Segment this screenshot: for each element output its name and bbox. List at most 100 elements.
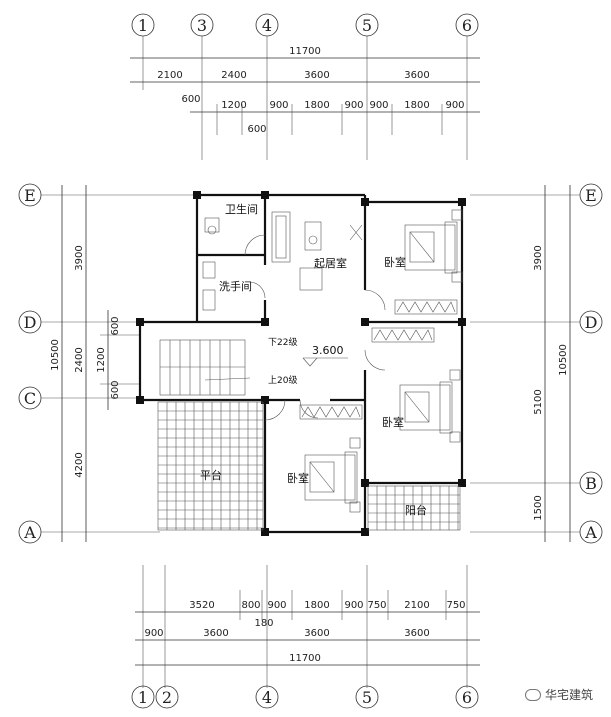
axis-marker-top-1: 1 (131, 13, 155, 37)
door-swings (244, 234, 386, 421)
bottom-row1-dim: 800 (241, 600, 260, 611)
bottom-row1-dim: 750 (446, 600, 465, 611)
svg-text:3: 3 (197, 16, 207, 35)
axis-marker-top-4: 4 (255, 13, 279, 37)
top-row1-dim: 3600 (404, 70, 429, 81)
top-row1-dim: 3600 (304, 70, 329, 81)
right-outer-dim: 1500 (533, 495, 544, 520)
axis-marker-left-A: A (18, 520, 42, 544)
bottom-row1-dim: 2100 (404, 600, 429, 611)
right-outer-dim: 10500 (558, 344, 569, 376)
room-label-toilet: 卫生间 (225, 202, 258, 216)
axis-marker-right-E: E (579, 183, 603, 207)
balcony-hatch (368, 486, 460, 530)
svg-text:6: 6 (462, 16, 472, 35)
stair-up-label: 上20级 (268, 374, 297, 386)
bottom-extra-dim: 180 (254, 618, 273, 629)
axis-marker-right-A: A (579, 520, 603, 544)
axis-marker-left-E: E (18, 183, 42, 207)
top-row2-dim: 1800 (304, 100, 329, 111)
toilet-fixture (204, 217, 220, 235)
room-label-living: 起居室 (314, 256, 347, 270)
stair-down-label: 下22级 (268, 336, 297, 348)
terrace-outline (157, 401, 264, 531)
right-outer-dim: 5100 (533, 389, 544, 414)
top-row2-dim: 900 (344, 100, 363, 111)
axis-marker-bottom-5: 5 (355, 685, 379, 709)
left-outer-dim: 10500 (50, 339, 61, 371)
svg-text:D: D (24, 313, 37, 332)
staircase (159, 339, 251, 396)
left-stair-dim: 600 (110, 316, 121, 335)
coffee-table (304, 221, 322, 251)
right-dimension-lines: E D B A 3900 5100 1500 10500 (470, 183, 603, 544)
room-label-bedroom-1: 卧室 (384, 255, 406, 269)
room-label-washroom: 洗手间 (219, 279, 252, 293)
bottom-row1-dim: 750 (367, 600, 386, 611)
top-row1-dim: 2400 (221, 70, 246, 81)
top-row2-dim: 600 (181, 94, 200, 105)
top-total-dim: 11700 (289, 46, 321, 57)
bottom-row1-dim: 900 (344, 600, 363, 611)
wardrobe (299, 404, 363, 420)
bed (399, 369, 461, 443)
bottom-dimension-lines: 3520 800 900 1800 900 750 2100 750 180 9… (131, 565, 480, 709)
top-row1-dim: 2100 (157, 70, 182, 81)
watermark-text: 华宅建筑 (544, 688, 593, 702)
top-row2-dim: 900 (269, 100, 288, 111)
terrace-hatch (158, 402, 263, 530)
top-row2-dim: 1200 (221, 100, 246, 111)
svg-text:D: D (585, 313, 598, 332)
axis-marker-bottom-2: 2 (155, 685, 179, 709)
svg-text:2: 2 (162, 688, 172, 707)
tv-cabinet (349, 224, 363, 241)
bottom-total-dim: 11700 (289, 653, 321, 664)
axis-marker-top-5: 5 (355, 13, 379, 37)
level-mark: 3.600 (302, 344, 348, 367)
bottom-row2-dim: 3600 (203, 628, 228, 639)
balcony-outline (367, 485, 461, 531)
svg-text:C: C (24, 389, 36, 408)
left-stair-dim: 1200 (96, 347, 107, 372)
bed (404, 209, 463, 283)
svg-text:B: B (585, 474, 597, 493)
axis-marker-top-6: 6 (455, 13, 479, 37)
bottom-row2-dim: 3600 (304, 628, 329, 639)
top-row2-dim: 900 (445, 100, 464, 111)
left-inner-dim: 2400 (74, 347, 85, 372)
bottom-row2-dim: 3600 (404, 628, 429, 639)
svg-text:6: 6 (462, 688, 472, 707)
axis-marker-left-D: D (18, 310, 42, 334)
axis-marker-top-3: 3 (190, 13, 214, 37)
wardrobe (394, 299, 458, 315)
bed (304, 437, 361, 513)
left-outer-dim: 3900 (74, 245, 85, 270)
room-label-bedroom-2: 卧室 (382, 415, 404, 429)
svg-text:1: 1 (138, 688, 148, 707)
top-dimension-lines: 1 3 4 5 6 11700 2100 2400 3600 (130, 13, 480, 160)
top-row2-dim: 900 (369, 100, 388, 111)
top-row2-dim: 1800 (404, 100, 429, 111)
watermark: 华宅建筑 (524, 686, 593, 703)
top-extra-dim: 600 (247, 124, 266, 135)
axis-marker-right-B: B (579, 471, 603, 495)
svg-text:E: E (24, 186, 36, 205)
svg-text:4: 4 (262, 688, 272, 707)
bottom-row1-dim: 900 (267, 600, 286, 611)
washbasin (202, 261, 216, 311)
wechat-icon (524, 688, 541, 701)
room-label-bedroom-3: 卧室 (287, 471, 309, 485)
bottom-row1-dim: 1800 (304, 600, 329, 611)
level-value: 3.600 (312, 344, 344, 357)
svg-text:A: A (584, 523, 597, 542)
left-dimension-lines: E D C A 10500 3900 2400 4200 600 1200 60… (18, 183, 200, 544)
room-label-terrace: 平台 (200, 468, 222, 482)
sofa (271, 211, 291, 263)
wardrobe (371, 327, 435, 343)
building-walls (136, 191, 466, 536)
armchair (299, 267, 323, 291)
axis-marker-left-C: C (18, 386, 42, 410)
bottom-row1-dim: 3520 (189, 600, 214, 611)
room-label-balcony: 阳台 (405, 503, 427, 517)
